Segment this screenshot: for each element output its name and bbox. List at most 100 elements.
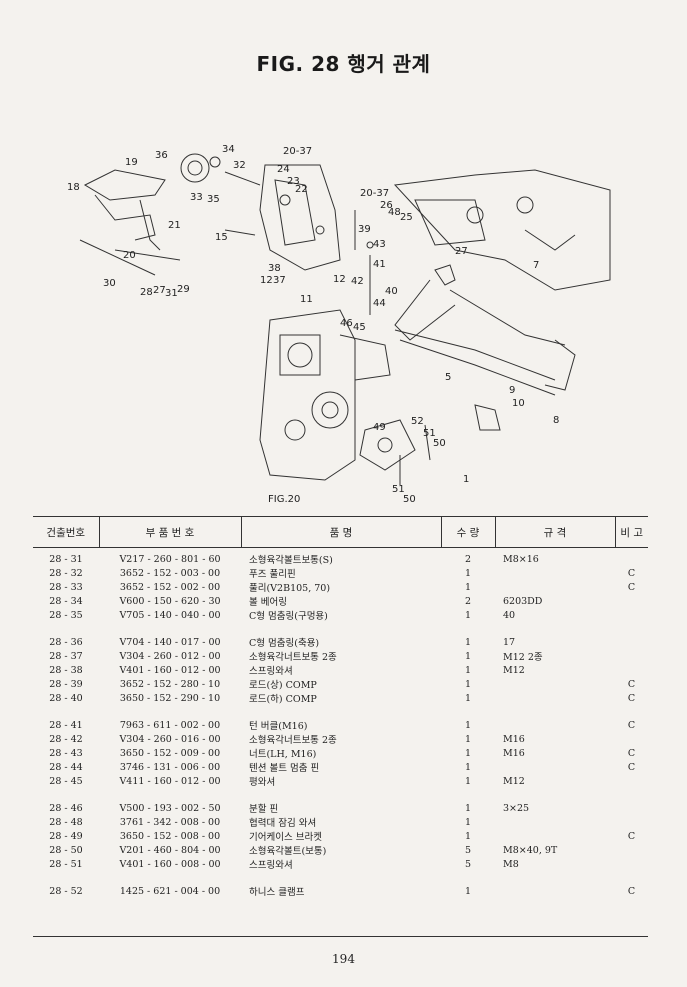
row-spec [495, 566, 615, 580]
callout-18: 18 [67, 182, 80, 193]
header-part-number: 부 품 번 호 [98, 516, 241, 548]
row-quantity: 5 [464, 858, 472, 870]
row-remark [615, 801, 648, 815]
callout-27b: 27 [455, 246, 468, 257]
row-quantity: 1 [464, 830, 472, 842]
row-part-number: 3650 - 152 - 008 - 00 [119, 830, 221, 842]
callout-20-37a: 20-37 [283, 146, 312, 157]
callout-36: 36 [155, 150, 168, 161]
row-part-number: V201 - 460 - 804 - 00 [119, 844, 221, 856]
row-quantity: 1 [464, 609, 472, 621]
row-spec: M16 [503, 733, 525, 745]
callout-51b: 51 [392, 484, 405, 495]
row-part-name: 너트(LH, M16) [249, 749, 317, 760]
callout-32: 32 [233, 160, 246, 171]
header-part-name: 품 명 [240, 516, 441, 548]
row-remark [615, 608, 648, 622]
callout-40: 40 [385, 286, 398, 297]
row-part-number: V600 - 150 - 620 - 30 [119, 595, 221, 607]
row-quantity: 5 [464, 844, 472, 856]
row-spec [495, 829, 615, 843]
row-quantity: 1 [464, 650, 472, 662]
row-part-number: V500 - 193 - 002 - 50 [119, 802, 221, 814]
row-quantity: 2 [464, 553, 472, 565]
row-number: 28 - 52 [49, 885, 83, 897]
row-spec: 17 [503, 636, 516, 648]
group-spacer [33, 788, 648, 801]
callout-7: 7 [533, 260, 539, 271]
row-quantity: 1 [464, 733, 472, 745]
row-spec: M12 2종 [503, 652, 543, 663]
row-remark [615, 857, 648, 871]
spacer-cell [33, 622, 648, 635]
row-part-number: 3652 - 152 - 280 - 10 [119, 678, 221, 690]
callout-10: 10 [512, 398, 525, 409]
row-number: 28 - 39 [49, 678, 83, 690]
callout-1: 1 [463, 474, 469, 485]
row-part-name: 평와셔 [249, 777, 276, 788]
callout-39: 39 [358, 224, 371, 235]
header-spec: 규 격 [494, 516, 615, 548]
callout-42: 42 [351, 276, 364, 287]
row-part-name: 소형육각볼트보통(S) [249, 555, 333, 566]
row-part-number: V304 - 260 - 012 - 00 [119, 650, 221, 662]
row-spec [495, 718, 615, 732]
callout-20: 20 [123, 250, 136, 261]
row-spec: M8×40, 9T [503, 844, 558, 856]
row-remark: C [627, 581, 636, 593]
row-spec [495, 580, 615, 594]
row-part-name: C형 멈춤링(축용) [249, 638, 320, 649]
group-spacer [33, 622, 648, 635]
header-quantity: 수 량 [440, 516, 495, 548]
callout-19: 19 [125, 157, 138, 168]
callout-41: 41 [373, 259, 386, 270]
row-remark: C [627, 678, 636, 690]
row-quantity: 1 [464, 636, 472, 648]
row-quantity: 1 [464, 761, 472, 773]
callout-26: 26 [380, 200, 393, 211]
callout-29: 29 [177, 284, 190, 295]
row-number: 28 - 45 [49, 775, 83, 787]
figure-reference: FIG.20 [268, 494, 301, 505]
row-part-name: 턴 버클(M16) [249, 721, 308, 732]
callout-21: 21 [168, 220, 181, 231]
row-remark: C [627, 719, 636, 731]
table-header-row: 건출번호 부 품 번 호 품 명 수 량 규 격 비 고 [33, 516, 648, 548]
row-part-name: 기어케이스 브라켓 [249, 832, 322, 843]
row-spec [495, 677, 615, 691]
callout-34: 34 [222, 144, 235, 155]
row-part-number: 3652 - 152 - 002 - 00 [119, 581, 221, 593]
callout-48: 48 [388, 207, 401, 218]
row-number: 28 - 34 [49, 595, 83, 607]
row-part-number: 3652 - 152 - 003 - 00 [119, 567, 221, 579]
row-part-name: 협력대 잠김 와셔 [249, 818, 317, 829]
row-remark: C [627, 747, 636, 759]
row-spec [495, 691, 615, 705]
row-part-number: V705 - 140 - 040 - 00 [119, 609, 221, 621]
row-number: 28 - 50 [49, 844, 83, 856]
page-title: FIG. 28 행거 관계 [256, 52, 431, 76]
callout-44: 44 [373, 298, 386, 309]
callout-20-37b: 20-37 [360, 188, 389, 199]
row-part-name: 텐션 볼트 멈춤 핀 [249, 763, 320, 774]
row-part-number: 3650 - 152 - 009 - 00 [119, 747, 221, 759]
row-number: 28 - 32 [49, 567, 83, 579]
row-remark [615, 732, 648, 746]
row-part-number: 3761 - 342 - 008 - 00 [119, 816, 221, 828]
row-part-number: V401 - 160 - 012 - 00 [119, 664, 221, 676]
row-number: 28 - 41 [49, 719, 83, 731]
row-spec: 6203DD [503, 595, 543, 607]
row-remark [615, 774, 648, 788]
row-part-name: 스프링와셔 [249, 666, 293, 677]
